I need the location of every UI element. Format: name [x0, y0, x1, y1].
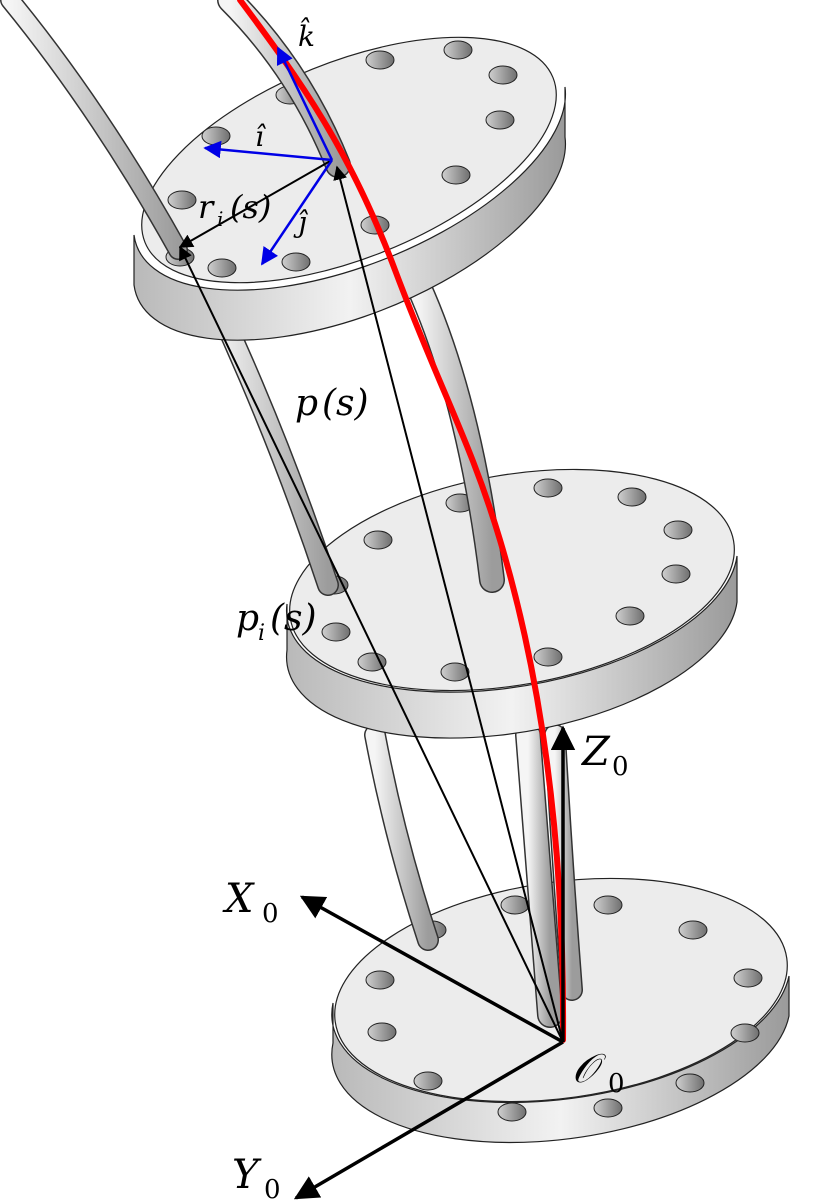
- r-i-s-vector: [178, 159, 333, 248]
- k-hat-axis: [276, 46, 334, 161]
- global-frame: [293, 725, 576, 1200]
- r-i-s-label: r i (s): [198, 188, 271, 231]
- position-vectors: [178, 159, 564, 1043]
- svg-text:0: 0: [262, 899, 279, 929]
- i-hat-label: î: [255, 120, 266, 153]
- middle-plate-holes: [319, 478, 693, 682]
- backbone-curve: [237, 0, 567, 1043]
- svg-text:p: p: [295, 383, 318, 424]
- p-s-label: p (s): [295, 383, 369, 424]
- j-hat-axis: [260, 159, 334, 266]
- x0-label: X 0: [222, 876, 279, 929]
- svg-text:0: 0: [264, 1175, 281, 1204]
- svg-text:r: r: [198, 188, 215, 226]
- svg-text:Y: Y: [232, 1152, 262, 1198]
- svg-text:0: 0: [612, 752, 629, 782]
- y0-label: Y 0: [232, 1152, 281, 1204]
- svg-text:p: p: [236, 598, 259, 639]
- p-s-vector: [333, 165, 564, 1043]
- svg-text:i: i: [258, 621, 265, 646]
- local-frame: [203, 46, 334, 266]
- svg-text:(s): (s): [322, 383, 369, 424]
- svg-text:X: X: [222, 876, 255, 922]
- x0-axis: [299, 895, 564, 1044]
- svg-text:Z: Z: [580, 729, 611, 775]
- p-i-s-vector: [179, 245, 564, 1043]
- z0-label: Z 0: [580, 729, 629, 782]
- y0-axis: [293, 1040, 564, 1200]
- i-hat-axis: [203, 140, 333, 162]
- p-i-s-label: p i (s): [236, 598, 317, 646]
- svg-text:(s): (s): [230, 188, 271, 226]
- svg-text:(s): (s): [270, 598, 317, 639]
- svg-text:0: 0: [608, 1069, 625, 1099]
- svg-text:i: i: [217, 207, 223, 231]
- k-hat-label: k̂: [298, 18, 315, 53]
- top-plate-holes: [165, 40, 518, 278]
